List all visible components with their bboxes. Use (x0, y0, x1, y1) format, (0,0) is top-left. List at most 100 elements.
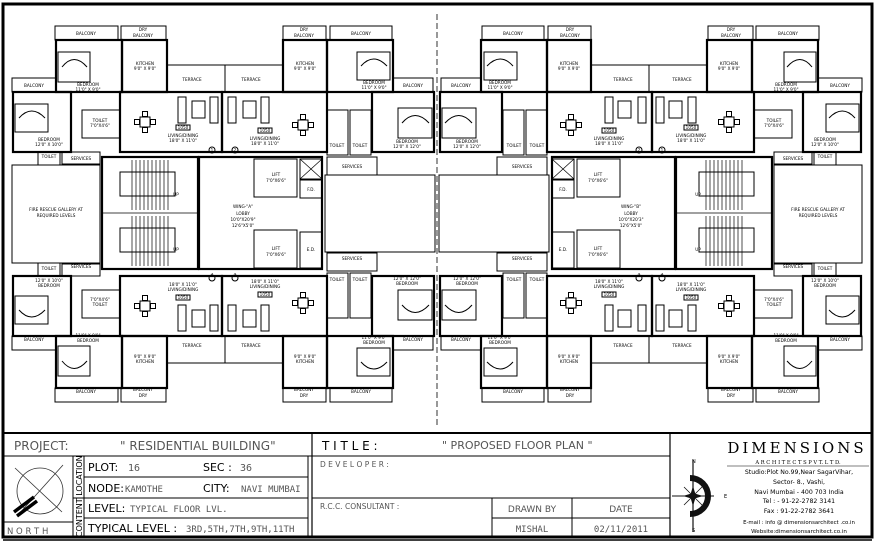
ed-label: E.D. (559, 247, 568, 252)
kitchen-label: KITCHEN (720, 61, 738, 66)
chair-icon (292, 300, 298, 306)
chair-icon (308, 300, 314, 306)
chair-icon (300, 130, 306, 136)
flat-number: 3 (638, 273, 641, 278)
firm-subtitle: A R C H I T E C T S P V T. L T D. (754, 460, 841, 466)
area-box (683, 294, 699, 301)
date-value: 02/11/2011 (594, 525, 648, 535)
bedroom (370, 90, 436, 154)
services-label: SERVICES (71, 264, 92, 269)
fire-gallery-label: FIRE RESCUE GALLERY AT (791, 207, 845, 212)
services-label: SERVICES (342, 256, 363, 261)
bedroom-dim: 11'0" X 9'0" (75, 333, 100, 338)
bedroom-label: BEDROOM (396, 139, 418, 144)
compass-s: S (692, 528, 695, 534)
bedroom-label: BEDROOM (489, 340, 511, 345)
bedroom (479, 334, 549, 390)
toilet-label: TOILET (506, 143, 522, 148)
area-box (683, 124, 699, 131)
bedroom-label: BEDROOM (456, 281, 478, 286)
flat-number: 4 (211, 273, 214, 278)
bed-icon (14, 295, 49, 325)
flat-number: 2 (234, 148, 237, 153)
lobby (197, 155, 324, 271)
stair-up-label: UP (695, 192, 701, 197)
toilet-label: TOILET (766, 118, 782, 123)
chair-icon (576, 122, 582, 128)
bed-icon (783, 345, 817, 377)
project-value: " RESIDENTIAL BUILDING" (120, 439, 276, 453)
area-box (175, 294, 191, 301)
firm-address-3: Navi Mumbai - 400 703 India (754, 489, 844, 496)
balcony-label: BALCONY (76, 389, 96, 394)
lobby (550, 155, 677, 271)
stair-up-label: UP (173, 247, 179, 252)
firm-fax: Fax : 91-22-2782 3641 (764, 508, 834, 515)
bedroom-dim: 11'0" X 9'0" (361, 85, 386, 90)
bedroom-label: BEDROOM (363, 340, 385, 345)
stair-up-label: UP (695, 247, 701, 252)
bed-icon (441, 107, 477, 139)
fire-duct (551, 179, 575, 199)
services (773, 263, 813, 277)
bedroom (479, 38, 549, 94)
bedroom-dim: 12'0" X 10'0" (811, 278, 839, 283)
lift (253, 158, 298, 198)
chair-icon (568, 292, 574, 298)
terrace-label: TERRACE (181, 77, 202, 82)
kitchen-label: KITCHEN (296, 61, 314, 66)
bedroom (325, 334, 395, 390)
balcony-label: BALCONY (503, 389, 523, 394)
fire-gallery-label: REQUIRED LEVELS (799, 213, 838, 218)
tv-unit-icon (191, 100, 206, 119)
electric-duct (299, 231, 323, 269)
balcony-label: BALCONY (830, 83, 850, 88)
firm-website: Website:dimensionsarchitect.co.in (751, 529, 847, 535)
kitchen-dim: 9'0" X 9'0" (294, 354, 316, 359)
flat-number-marker (658, 146, 666, 154)
area-box (257, 291, 273, 298)
balcony-label: BALCONY (451, 83, 471, 88)
kitchen-dim: 9'0" X 9'0" (718, 66, 740, 71)
terrace-label: TERRACE (240, 77, 261, 82)
toilet-label: TOILET (92, 118, 108, 123)
bed-icon (356, 51, 391, 81)
chair-icon (560, 300, 566, 306)
corridor (438, 174, 550, 253)
flat-number-marker (635, 146, 643, 154)
stair-landing (119, 227, 176, 253)
bed-icon (825, 103, 860, 133)
bedroom-label: BEDROOM (814, 283, 836, 288)
dry-balcony-label: BALCONY (133, 387, 153, 392)
living-dim: 18'0" X 11'0" (595, 279, 623, 284)
services-label: SERVICES (512, 256, 533, 261)
chair-icon (726, 111, 732, 117)
dry-balcony-label: BALCONY (721, 387, 741, 392)
sofa-icon (687, 96, 697, 124)
drawn-by-value: MISHAL (516, 525, 549, 535)
tv-unit-icon (242, 309, 257, 328)
toilet-label: TOILET (506, 277, 522, 282)
toilet-label: TOILET (817, 154, 833, 159)
sofa-icon (260, 96, 270, 124)
shaft-cross (551, 158, 575, 180)
balcony-label: BALCONY (351, 389, 371, 394)
bed-icon (14, 103, 49, 133)
toilet-label: TOILET (766, 302, 782, 307)
balcony-label: BALCONY (451, 337, 471, 342)
title-block: PROJECT: " RESIDENTIAL BUILDING" N O R T… (3, 433, 869, 537)
flat-number: 1 (661, 148, 664, 153)
bed-icon (783, 51, 817, 83)
lobby-label: LOBBY (624, 211, 638, 216)
plot-label: PLOT: (88, 461, 118, 474)
living-dim: 18'0" X 11'0" (595, 141, 623, 146)
ed-label: E.D. (307, 247, 316, 252)
services (61, 151, 101, 165)
kitchen-dim: 9'0" X 9'0" (558, 66, 580, 71)
toilet-label: TOILET (92, 302, 108, 307)
compass-logo-icon: N E S (672, 459, 727, 534)
bedroom (325, 38, 395, 94)
